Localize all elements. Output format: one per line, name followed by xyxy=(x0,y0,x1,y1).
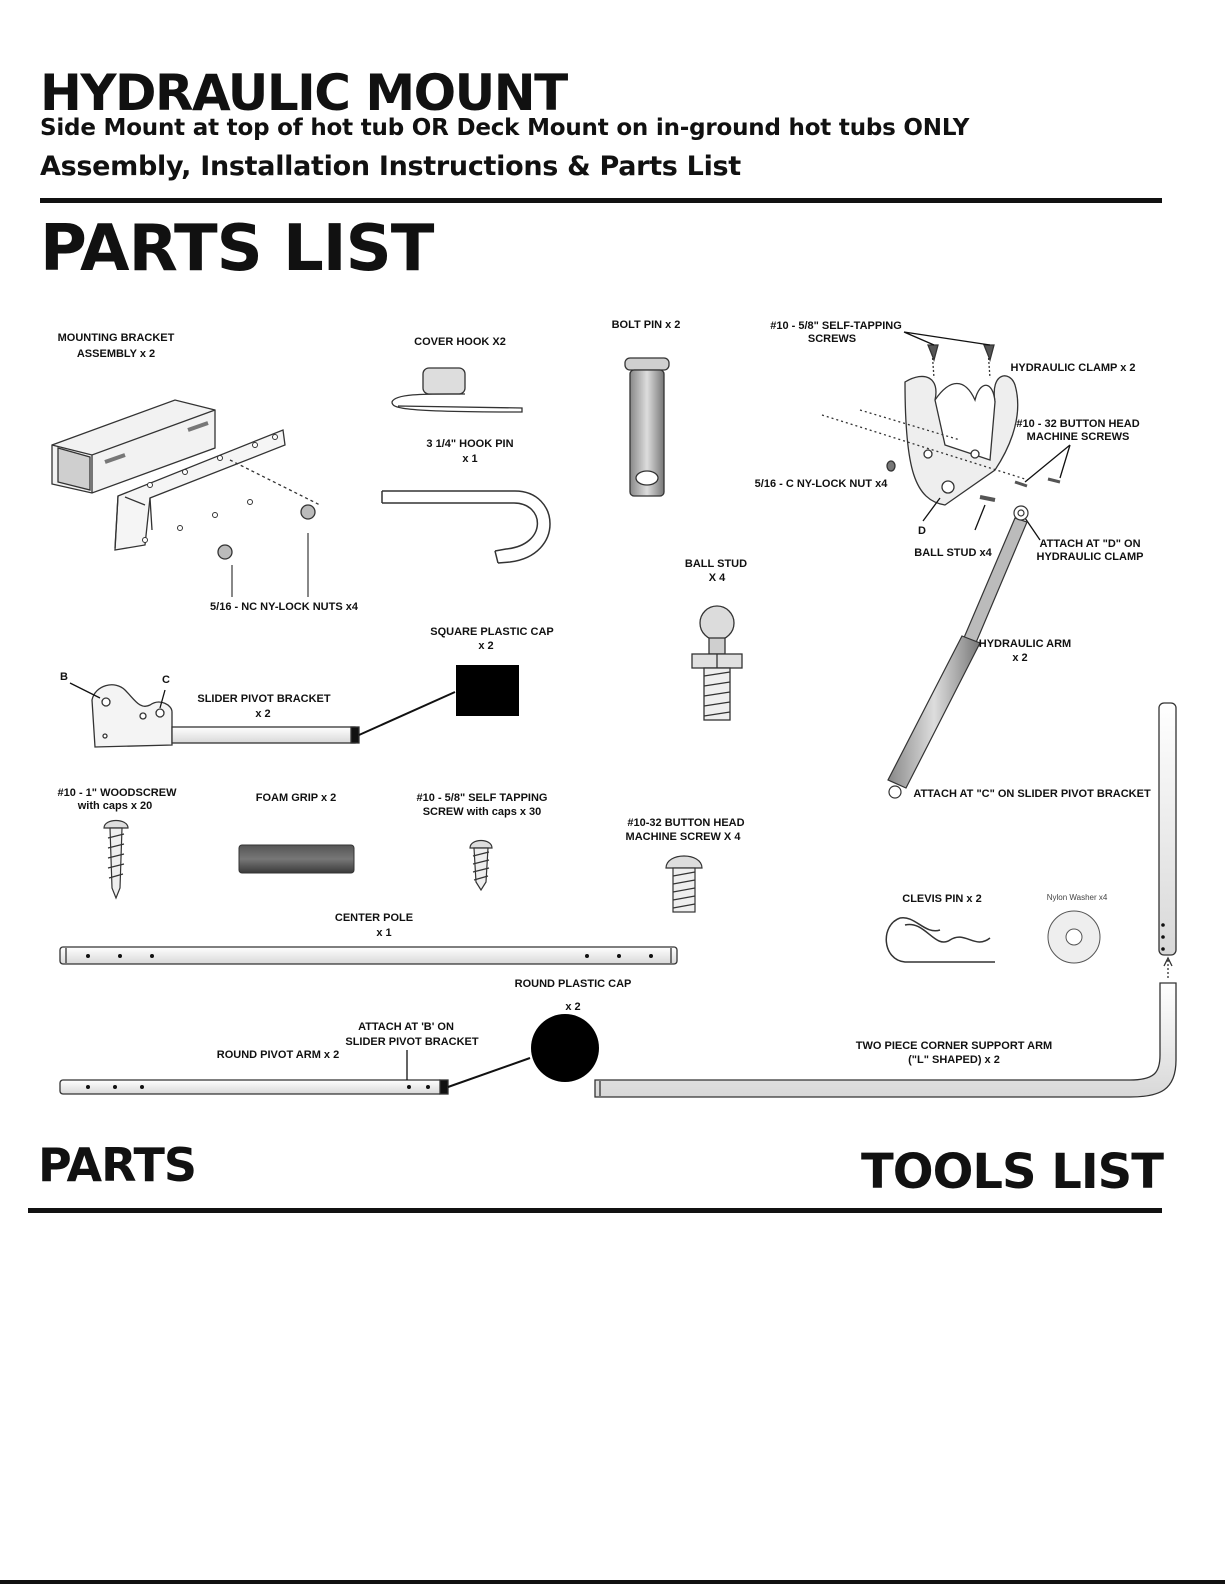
button-head-x4-label-line2: MACHINE SCREW X 4 xyxy=(626,831,742,843)
foam-grip-illustration xyxy=(238,844,355,874)
nylon-washer-label: Nylon Washer x4 xyxy=(1047,893,1108,902)
center-pole-illustration xyxy=(59,946,678,965)
round-plastic-cap-illustration xyxy=(531,1014,599,1082)
self-tapping-screws-label-line1: #10 - 5/8" SELF-TAPPING xyxy=(770,320,902,332)
parts-heading: PARTS xyxy=(38,1138,197,1192)
button-head-machine-screw-illustration xyxy=(665,855,703,913)
footer-rule xyxy=(0,1580,1225,1584)
hydraulic-clamp-label: HYDRAULIC CLAMP x 2 xyxy=(1010,362,1135,374)
round-cap-label-line1: ROUND PLASTIC CAP xyxy=(515,978,632,990)
nylon-washer-illustration xyxy=(1047,910,1101,964)
parts-diagram: MOUNTING BRACKET ASSEMBLY x 2 5/16 - NC … xyxy=(51,319,1177,1098)
parts-list-heading: PARTS LIST xyxy=(40,212,434,286)
clevis-pin-illustration xyxy=(885,917,995,963)
tools-list-heading: TOOLS LIST xyxy=(861,1144,1164,1200)
round-pivot-arm-label: ROUND PIVOT ARM x 2 xyxy=(217,1049,339,1061)
document-title: HYDRAULIC MOUNT xyxy=(40,64,568,122)
cover-hook-illustration xyxy=(391,367,523,413)
self-tapping-screws-label-line2: SCREWS xyxy=(808,333,856,345)
foam-grip-label: FOAM GRIP x 2 xyxy=(256,792,336,804)
hydraulic-arm-label-line2: x 2 xyxy=(1012,652,1027,664)
corner-support-label-line1: TWO PIECE CORNER SUPPORT ARM xyxy=(856,1040,1052,1052)
self-tapping-caps-label-line1: #10 - 5/8" SELF TAPPING xyxy=(417,792,548,804)
document-subtitle-instructions: Assembly, Installation Instructions & Pa… xyxy=(40,151,741,182)
woodscrew-label-line1: #10 - 1" WOODSCREW xyxy=(58,787,178,799)
ball-stud-label-line2: X 4 xyxy=(709,572,726,584)
clevis-pin-label: CLEVIS PIN x 2 xyxy=(902,893,981,905)
mounting-bracket-holes xyxy=(142,434,278,543)
slider-pivot-point-b-label: B xyxy=(60,671,68,683)
round-pivot-arm-illustration xyxy=(59,1050,531,1095)
ball-stud-illustration xyxy=(691,605,743,721)
slider-pivot-bracket-label-line2: x 2 xyxy=(255,708,270,720)
c-nut-label: 5/16 - C NY-LOCK NUT x4 xyxy=(755,478,889,490)
square-plastic-cap-illustration xyxy=(456,665,519,716)
mounting-bracket-label-line1: MOUNTING BRACKET xyxy=(58,332,175,344)
attach-b-label-line2: SLIDER PIVOT BRACKET xyxy=(345,1036,479,1048)
attach-c-label: ATTACH AT "C" ON SLIDER PIVOT BRACKET xyxy=(913,788,1151,800)
hydraulic-clamp-illustration xyxy=(821,331,1071,541)
bolt-pin-label: BOLT PIN x 2 xyxy=(612,319,681,331)
bolt-pin-illustration xyxy=(624,357,670,497)
mounting-bracket-assembly-illustration xyxy=(51,399,321,597)
slider-pivot-bracket-label-line1: SLIDER PIVOT BRACKET xyxy=(197,693,331,705)
parts-divider xyxy=(28,1208,1162,1213)
hook-pin-label-line1: 3 1/4" HOOK PIN xyxy=(426,438,513,450)
center-pole-label-line2: x 1 xyxy=(376,927,391,939)
slider-pivot-point-c-label: C xyxy=(162,674,170,686)
hydraulic-arm-illustration xyxy=(887,505,1029,799)
attach-b-label-line1: ATTACH AT 'B' ON xyxy=(358,1021,454,1033)
mounting-bracket-label-line2: ASSEMBLY x 2 xyxy=(77,348,155,360)
button-head-screws-label-line2: MACHINE SCREWS xyxy=(1027,431,1130,443)
hook-pin-label-line2: x 1 xyxy=(462,453,477,465)
ball-stud-label-line1: BALL STUD xyxy=(685,558,747,570)
corner-support-label-line2: ("L" SHAPED) x 2 xyxy=(908,1054,1000,1066)
corner-support-arm-illustration xyxy=(594,702,1177,1098)
document-subtitle: Side Mount at top of hot tub OR Deck Mou… xyxy=(40,115,970,141)
slider-pivot-bracket-illustration xyxy=(69,682,456,748)
cover-hook-label: COVER HOOK X2 xyxy=(414,336,506,348)
self-tapping-caps-label-line2: SCREW with caps x 30 xyxy=(423,806,542,818)
square-cap-label-line1: SQUARE PLASTIC CAP xyxy=(430,626,553,638)
round-cap-label-line2: x 2 xyxy=(565,1001,580,1013)
self-tapping-screw-illustration xyxy=(469,839,493,892)
clamp-point-d-label: D xyxy=(918,525,926,537)
woodscrew-label-line2: with caps x 20 xyxy=(77,800,153,812)
center-pole-label-line1: CENTER POLE xyxy=(335,912,413,924)
attach-d-label-line1: ATTACH AT "D" ON xyxy=(1039,538,1140,550)
button-head-x4-label-line1: #10-32 BUTTON HEAD xyxy=(627,817,744,829)
attach-d-label-line2: HYDRAULIC CLAMP xyxy=(1037,551,1144,563)
header-divider xyxy=(40,198,1162,203)
ball-stud-small-label: BALL STUD x4 xyxy=(914,547,992,559)
hydraulic-arm-label-line1: HYDRAULIC ARM xyxy=(979,638,1071,650)
button-head-screws-label-line1: #10 - 32 BUTTON HEAD xyxy=(1016,418,1139,430)
square-cap-label-line2: x 2 xyxy=(478,640,493,652)
nc-nuts-label: 5/16 - NC NY-LOCK NUTS x4 xyxy=(210,601,359,613)
woodscrew-illustration xyxy=(103,819,129,900)
hook-pin-illustration xyxy=(381,490,551,564)
